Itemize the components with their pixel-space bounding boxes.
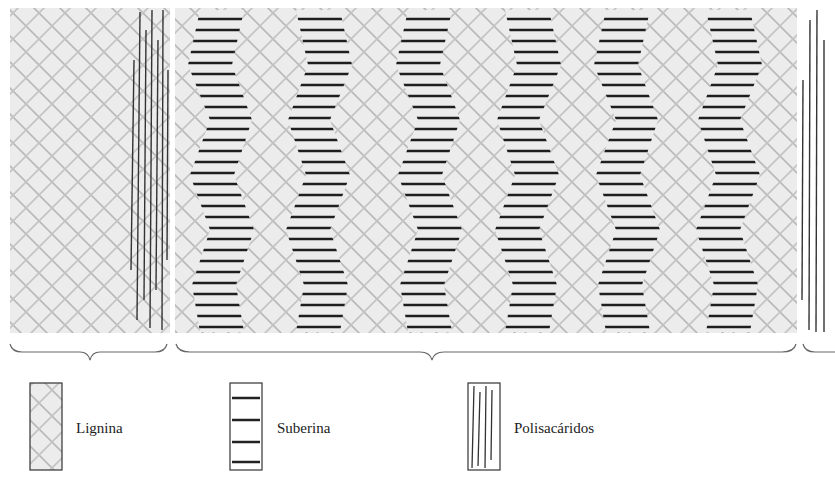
legend-label: Suberina — [277, 419, 330, 437]
legend-label: Lignina — [76, 419, 123, 437]
legend-label: Polisacáridos — [514, 419, 594, 437]
legend-swatches — [30, 383, 500, 470]
